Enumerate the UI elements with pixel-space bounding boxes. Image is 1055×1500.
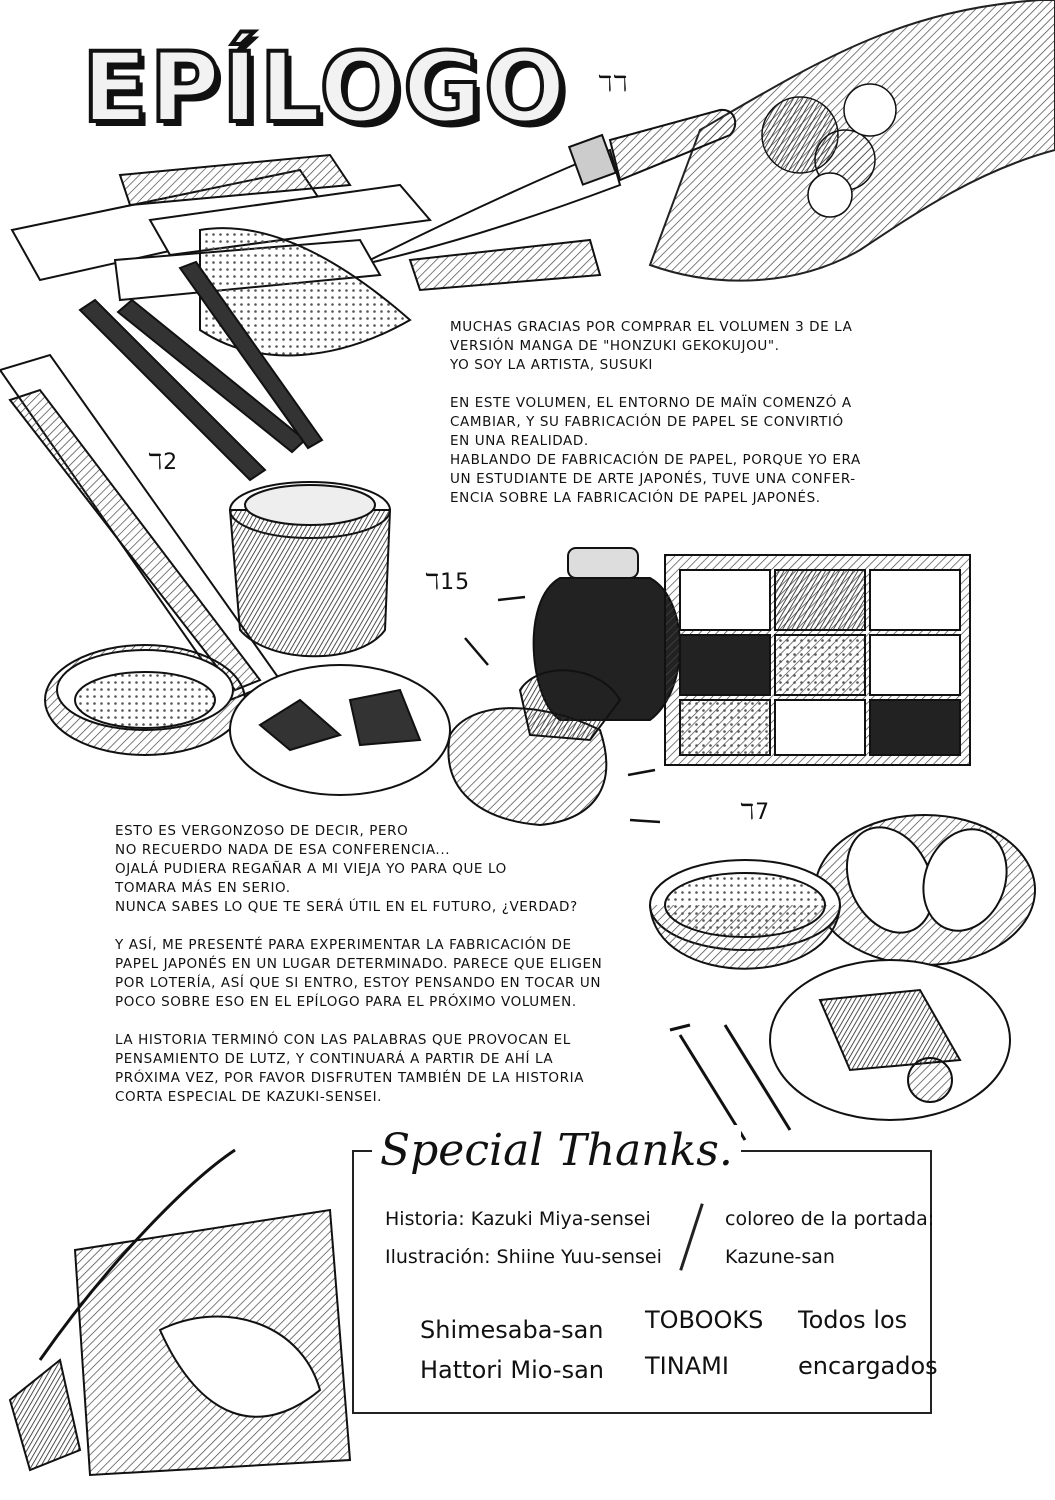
page-title: EPÍLOGO — [80, 32, 568, 144]
cloth-pouch — [447, 669, 622, 827]
cutlery — [669, 1023, 792, 1141]
nails — [464, 595, 661, 824]
thanks-name: TOBOOKS — [645, 1306, 764, 1334]
wooden-bucket — [228, 481, 392, 658]
credit-coloreo-label: coloreo de la portada: — [725, 1208, 935, 1230]
meat-plate — [769, 959, 1011, 1121]
epilogue-paragraph-2: ESTO ES VERGONZOSO DE DECIR, PERO NO REC… — [115, 823, 603, 1105]
knife — [359, 108, 737, 266]
chapter-mark-1: ℸℸ — [598, 72, 629, 97]
paper-mould-tray — [0, 353, 282, 702]
dried-food-plate — [229, 664, 451, 796]
sticks — [78, 260, 324, 482]
flower-bunch — [761, 83, 897, 218]
bark-strips — [10, 153, 602, 357]
credit-ilustracion: Ilustración: Shiine Yuu-sensei — [385, 1246, 662, 1268]
title-dot-fill: EPÍLOGO — [82, 32, 568, 144]
chapter-mark-2: ℸ2 — [148, 450, 179, 475]
burning-paper-quill — [8, 1148, 352, 1477]
special-thanks-heading: Special Thanks. — [372, 1125, 741, 1176]
soup-bowl — [649, 859, 841, 970]
chapter-mark-4: ℸ7 — [740, 800, 771, 825]
chapter-mark-3: ℸ15 — [425, 570, 471, 595]
thanks-name: Todos los — [798, 1306, 908, 1334]
thanks-name: Hattori Mio-san — [420, 1356, 605, 1384]
paper-sample-box — [664, 554, 971, 766]
thanks-name: encargados — [798, 1352, 938, 1380]
credit-historia: Historia: Kazuki Miya-sensei — [385, 1208, 651, 1230]
bean-bowl — [44, 644, 246, 756]
thanks-name: Shimesaba-san — [420, 1316, 604, 1344]
epilogue-paragraph-1: MUCHAS GRACIAS POR COMPRAR EL VOLUMEN 3 … — [450, 319, 861, 506]
potato-basket — [814, 814, 1036, 966]
credit-coloreo-name: Kazune-san — [725, 1246, 835, 1268]
thanks-name: TINAMI — [645, 1352, 729, 1380]
